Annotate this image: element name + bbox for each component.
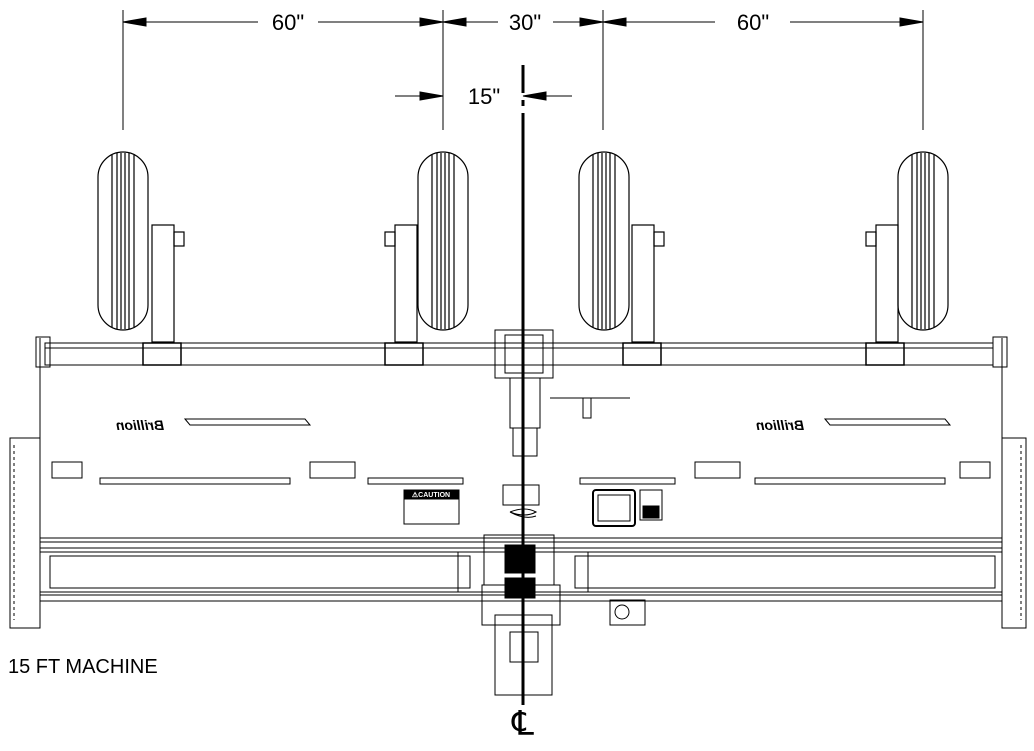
- dim-outer-right: 60": [737, 10, 769, 35]
- brand-logo-right: Brillion: [756, 417, 804, 433]
- brand-decal-left: [183, 418, 312, 426]
- dim-half-center: 15": [468, 84, 500, 109]
- wheel-4: [865, 151, 949, 343]
- caution-label: ⚠CAUTION: [412, 491, 450, 499]
- control-box: [592, 489, 663, 527]
- dim-center: 30": [509, 10, 541, 35]
- machine-size-label: 15 FT MACHINE: [8, 656, 158, 678]
- brand-logo-left: Brillion: [116, 417, 164, 433]
- top-bar: [35, 336, 1008, 368]
- wheel-1: [97, 151, 185, 343]
- center-bottom-assembly: [481, 534, 646, 696]
- wheel-3: [578, 151, 665, 343]
- dim-outer-left: 60": [272, 10, 304, 35]
- center-hitch: [494, 329, 630, 518]
- dimension-group: [122, 10, 924, 130]
- caution-header: [403, 489, 460, 500]
- wheel-2: [384, 151, 469, 343]
- brand-decal-right: [823, 418, 952, 426]
- frame-plates: [51, 461, 991, 485]
- centerline-symbol: ℄: [511, 706, 534, 743]
